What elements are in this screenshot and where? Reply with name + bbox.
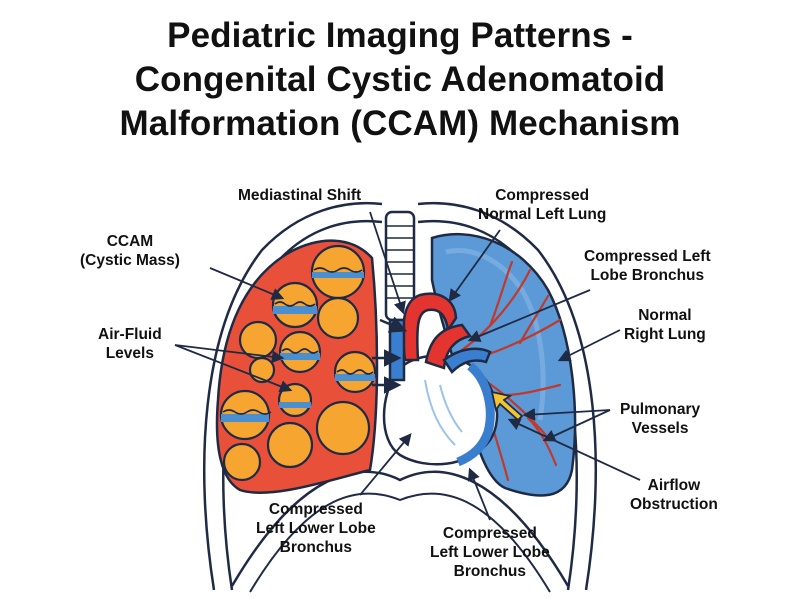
cyst	[222, 442, 262, 482]
label-mediastinal-shift: Mediastinal Shift	[238, 187, 362, 204]
label-line: Lobe Bronchus	[590, 267, 705, 284]
label-airflow-obstruction: Airflow Obstruction	[630, 476, 718, 514]
label-line: Compressed	[268, 501, 363, 518]
label-pulmonary-vessels: Pulmonary Vessels	[620, 400, 700, 438]
cyst	[277, 382, 313, 418]
cyst	[219, 389, 272, 441]
label-line: CCAM	[106, 233, 154, 250]
cystic-mass	[219, 244, 377, 482]
label-line: Normal Left Lung	[478, 206, 607, 223]
heart	[382, 292, 499, 467]
label-line: Bronchus	[279, 539, 353, 556]
cyst	[315, 400, 371, 456]
label-line: Compressed	[442, 525, 537, 542]
label-line: Right Lung	[624, 326, 706, 343]
label-line: Air-Fluid	[98, 326, 162, 343]
label-normal-right-lung: Normal Right Lung	[624, 306, 706, 344]
label-compressed-left-lower-lobe-bronchus-2: Compressed Left Lower Lobe Bronchus	[430, 524, 550, 581]
cyst	[310, 244, 366, 300]
label-line: Vessels	[631, 420, 689, 437]
cyst	[278, 330, 322, 374]
title-line-3: Malformation (CCAM) Mechanism	[119, 104, 681, 143]
airflow-obstruction-arrow	[490, 390, 524, 422]
title-line-1: Pediatric Imaging Patterns -	[167, 16, 633, 55]
label-ccam: CCAM (Cystic Mass)	[80, 232, 180, 270]
cyst	[271, 281, 319, 329]
cyst	[316, 296, 360, 340]
diagram-title: Pediatric Imaging Patterns - Congenital …	[0, 14, 800, 146]
shift-arrows	[372, 316, 408, 394]
leader-lines	[174, 211, 641, 521]
trachea	[384, 210, 416, 322]
cyst	[238, 320, 278, 360]
cyst	[333, 350, 377, 394]
label-line: Compressed Left	[584, 248, 711, 265]
label-compressed-left-lobe-bronchus: Compressed Left Lobe Bronchus	[584, 247, 711, 285]
label-line: Compressed	[495, 187, 590, 204]
label-line: Pulmonary	[620, 401, 701, 418]
pulmonary-artery	[442, 347, 492, 374]
label-compressed-left-lower-lobe-bronchus: Compressed Left Lower Lobe Bronchus	[256, 500, 376, 557]
title-line-2: Congenital Cystic Adenomatoid	[134, 60, 666, 99]
label-line: Normal	[638, 307, 692, 324]
label-air-fluid-levels: Air-Fluid Levels	[98, 325, 162, 363]
cyst	[266, 421, 314, 469]
label-line: Left Lower Lobe	[430, 544, 550, 561]
label-compressed-normal-left-lung: Compressed Normal Left Lung	[478, 186, 606, 224]
label-line: Left Lower Lobe	[256, 520, 376, 537]
label-line: Airflow	[647, 477, 701, 494]
label-line: Obstruction	[630, 496, 718, 513]
label-line: Levels	[105, 345, 154, 362]
label-line: (Cystic Mass)	[80, 252, 180, 269]
label-line: Bronchus	[453, 563, 527, 580]
aorta	[401, 292, 458, 362]
